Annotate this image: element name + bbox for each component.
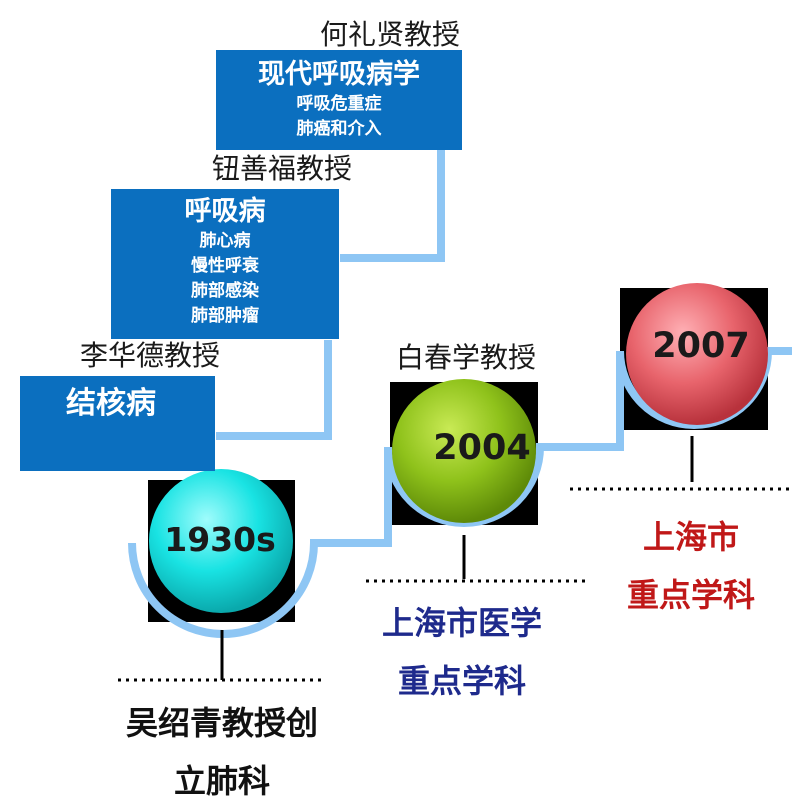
box-middle-sub-3: 肺部感染 <box>191 281 259 301</box>
box-middle-sub-4: 肺部肿瘤 <box>191 306 259 326</box>
professor-he: 何礼贤教授 <box>320 18 461 51</box>
caption-2004: 上海市医学 重点学科 <box>362 594 562 710</box>
caption-2007-line-1: 上海市 <box>642 518 739 556</box>
caption-1930s-line-2: 立肺科 <box>173 762 270 800</box>
year-label-2004: 2004 <box>433 428 531 468</box>
box-middle-sub-1: 肺心病 <box>199 231 251 251</box>
milestone-circle-1930s <box>149 469 293 613</box>
caption-1930s: 吴绍青教授创 立肺科 <box>104 694 340 810</box>
caption-1930s-line-1: 吴绍青教授创 <box>125 704 318 742</box>
box-tuberculosis: 结核病 <box>20 376 215 471</box>
caption-2007: 上海市 重点学科 <box>596 508 786 624</box>
box-respiratory-disease: 呼吸病 肺心病 慢性呼衰 肺部感染 肺部肿瘤 <box>111 189 339 339</box>
box-top-sub-2: 肺癌和介入 <box>296 119 382 139</box>
box-middle-title: 呼吸病 <box>184 196 266 227</box>
year-label-1930s: 1930s <box>164 520 276 559</box>
professor-niu: 钮善福教授 <box>212 152 353 185</box>
caption-2004-line-1: 上海市医学 <box>381 604 542 642</box>
box-middle-sub-2: 慢性呼衰 <box>191 256 259 276</box>
year-label-2007: 2007 <box>652 326 750 366</box>
connector-top-to-middle <box>340 150 445 262</box>
box-modern-respiratory: 现代呼吸病学 呼吸危重症 肺癌和介入 <box>216 50 462 150</box>
caption-2007-line-2: 重点学科 <box>626 576 755 614</box>
milestone-circle-2007 <box>626 283 768 425</box>
box-top-sub-1: 呼吸危重症 <box>296 94 382 114</box>
milestone-circle-2004 <box>392 379 536 523</box>
box-bottom-title: 结核病 <box>66 386 156 421</box>
caption-2004-line-2: 重点学科 <box>397 662 526 700</box>
professor-li: 李华德教授 <box>80 339 221 372</box>
professor-bai: 白春学教授 <box>396 341 537 374</box>
box-top-title: 现代呼吸病学 <box>258 59 420 90</box>
connector-middle-to-bottom <box>216 340 332 440</box>
